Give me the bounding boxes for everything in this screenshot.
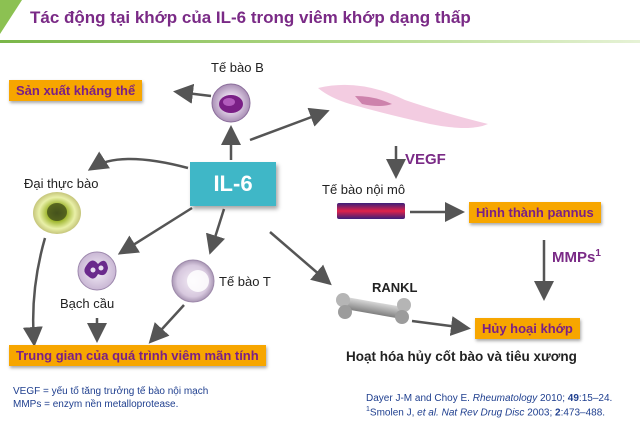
joint-damage-box: Hủy hoại khớp <box>475 318 580 339</box>
corner-decoration <box>0 0 22 34</box>
arrow-il6-tcell <box>206 208 226 255</box>
ref2-pages: :473–488. <box>560 407 606 419</box>
page-title: Tác động tại khớp của IL-6 trong viêm kh… <box>30 8 471 27</box>
arrow-il6-rankl <box>269 231 332 286</box>
endothelial-cell-label: Tế bào nội mô <box>322 182 406 197</box>
ref1-pages: :15–24. <box>578 393 613 404</box>
t-cell-label: Tế bào T <box>219 274 271 289</box>
arrow-group <box>22 83 554 347</box>
ref2-authors: Smolen J, <box>369 407 418 419</box>
t-cell-icon <box>171 259 215 303</box>
mmps-text: MMPs <box>552 249 596 266</box>
macrophage-icon <box>33 192 81 234</box>
ref2-journal: et al. Nat Rev Drug Disc <box>417 407 525 419</box>
bone-icon <box>336 293 411 324</box>
pannus-formation-box: Hình thành pannus <box>469 202 601 223</box>
title-divider <box>0 40 640 43</box>
b-cell-icon <box>211 83 251 123</box>
il6-box: IL-6 <box>190 162 276 206</box>
synovial-cell-icon <box>318 84 488 128</box>
vegf-label: VEGF <box>405 151 446 168</box>
arrow-bcell-antibody <box>173 83 212 104</box>
osteoclast-activation-label: Hoạt hóa hủy cốt bào và tiêu xương <box>346 349 577 364</box>
reference-2: 1Smolen J, et al. Nat Rev Drug Disc 2003… <box>366 406 605 418</box>
arrow-bone-joint <box>411 316 471 336</box>
neutrophil-label: Bạch cầu <box>60 296 115 311</box>
ref1-volume: 49 <box>567 393 579 404</box>
macrophage-label: Đại thực bào <box>24 176 99 191</box>
arrow-il6-synovial <box>249 107 330 142</box>
endothelial-cell-icon <box>337 203 405 219</box>
ref2-superscript: 1 <box>366 406 370 413</box>
mmps-superscript: 1 <box>595 248 601 259</box>
antibody-production-box: Sản xuất kháng thể <box>9 80 143 101</box>
ref2-year: 2003; <box>524 407 556 419</box>
ref2-volume: 2 <box>555 407 561 419</box>
chronic-inflammation-box: Trung gian của quá trình viêm mãn tính <box>9 345 266 366</box>
ref1-year: 2010; <box>537 393 568 404</box>
arrow-il6-neutrophil <box>117 206 193 255</box>
arrow-il6-macrophage <box>87 151 189 171</box>
b-cell-label: Tế bào B <box>211 60 264 75</box>
arrow-tcell-chronic <box>148 304 185 344</box>
footnote-vegf: VEGF = yếu tố tăng trưởng tế bào nội mạc… <box>13 386 209 397</box>
arrow-macrophage-chronic <box>22 237 47 347</box>
rankl-label: RANKL <box>372 280 418 295</box>
mmps-label: MMPs1 <box>552 248 601 266</box>
neutrophil-icon <box>77 251 117 291</box>
ref1-journal: Rheumatology <box>472 393 538 404</box>
ref1-authors: Dayer J-M and Choy E. <box>366 393 473 404</box>
footnote-mmps: MMPs = enzym nền metalloprotease. <box>13 399 179 410</box>
reference-1: Dayer J-M and Choy E. Rheumatology 2010;… <box>366 393 612 404</box>
